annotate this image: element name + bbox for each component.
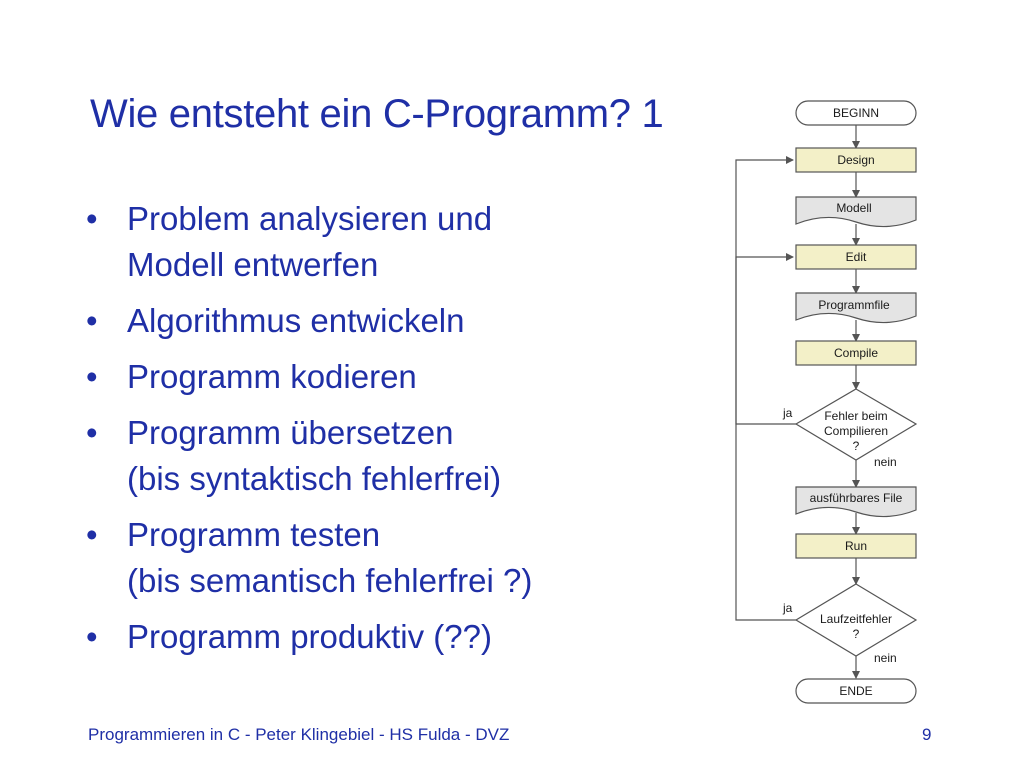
bullet-item: • Algorithmus entwickeln bbox=[86, 298, 706, 344]
bullet-text: Programm produktiv (??) bbox=[127, 618, 492, 655]
node-beginn: BEGINN bbox=[795, 100, 917, 126]
loop-back-laufzeit bbox=[735, 156, 796, 621]
node-laufzeit-decision: Laufzeitfehler ? bbox=[794, 583, 918, 657]
node-fehler-decision: Fehler beim Compilieren ? bbox=[794, 388, 918, 461]
node-fehler-label-line2: Compilieren bbox=[824, 424, 888, 438]
bullet-text: Programm kodieren bbox=[127, 358, 417, 395]
bullet-text-continuation: (bis syntaktisch fehlerfrei) bbox=[127, 460, 502, 497]
node-programmfile: Programmfile bbox=[795, 292, 917, 324]
bullet-list: • Problem analysieren und Modell entwerf… bbox=[86, 196, 706, 670]
bullet-text-continuation: (bis semantisch fehlerfrei ?) bbox=[127, 562, 533, 599]
node-run-label: Run bbox=[845, 539, 867, 553]
page-number: 9 bbox=[922, 725, 932, 744]
node-ausfuehrbar: ausführbares File bbox=[795, 486, 917, 518]
node-edit-label: Edit bbox=[846, 250, 867, 264]
edge-label-fehler-no: nein bbox=[874, 455, 897, 469]
loop-back-fehler bbox=[735, 253, 796, 425]
slide-title: Wie entsteht ein C-Programm? 1 bbox=[90, 92, 664, 136]
node-laufzeit-label-line2: ? bbox=[853, 627, 860, 641]
bullet-dot: • bbox=[86, 302, 98, 339]
bullet-item: • Problem analysieren und Modell entwerf… bbox=[86, 196, 706, 288]
node-ausfuehrbar-label: ausführbares File bbox=[810, 491, 903, 505]
bullet-text: Programm übersetzen bbox=[127, 414, 454, 451]
bullet-item: • Programm testen (bis semantisch fehler… bbox=[86, 512, 706, 604]
bullet-dot: • bbox=[86, 516, 98, 553]
node-modell: Modell bbox=[795, 196, 917, 228]
node-run: Run bbox=[795, 533, 917, 559]
bullet-text: Programm testen bbox=[127, 516, 381, 553]
bullet-dot: • bbox=[86, 358, 98, 395]
bullet-item: • Programm übersetzen (bis syntaktisch f… bbox=[86, 410, 706, 502]
flow-connectors bbox=[735, 125, 860, 679]
slide-footer: Programmieren in C - Peter Klingebiel - … bbox=[88, 725, 510, 744]
edge-label-laufzeit-no: nein bbox=[874, 651, 897, 665]
bullet-text: Problem analysieren und bbox=[127, 200, 493, 237]
node-laufzeit-label-line1: Laufzeitfehler bbox=[820, 612, 892, 626]
bullet-dot: • bbox=[86, 414, 98, 451]
edge-label-fehler-yes: ja bbox=[782, 406, 793, 420]
bullet-text-continuation: Modell entwerfen bbox=[127, 246, 379, 283]
node-ende-label: ENDE bbox=[839, 684, 872, 698]
node-compile: Compile bbox=[795, 340, 917, 366]
node-programmfile-label: Programmfile bbox=[818, 298, 890, 312]
node-beginn-label: BEGINN bbox=[833, 106, 879, 120]
node-design: Design bbox=[795, 147, 917, 173]
bullet-item: • Programm kodieren bbox=[86, 354, 706, 400]
node-ende: ENDE bbox=[795, 678, 917, 704]
node-compile-label: Compile bbox=[834, 346, 878, 360]
edge-label-laufzeit-yes: ja bbox=[782, 601, 793, 615]
node-modell-label: Modell bbox=[836, 201, 871, 215]
bullet-item: • Programm produktiv (??) bbox=[86, 614, 706, 660]
node-fehler-label-line1: Fehler beim bbox=[824, 409, 887, 423]
node-fehler-label-line3: ? bbox=[853, 439, 860, 453]
bullet-text: Algorithmus entwickeln bbox=[127, 302, 465, 339]
bullet-dot: • bbox=[86, 200, 98, 237]
bullet-dot: • bbox=[86, 618, 98, 655]
node-design-label: Design bbox=[837, 153, 874, 167]
node-edit: Edit bbox=[795, 244, 917, 270]
